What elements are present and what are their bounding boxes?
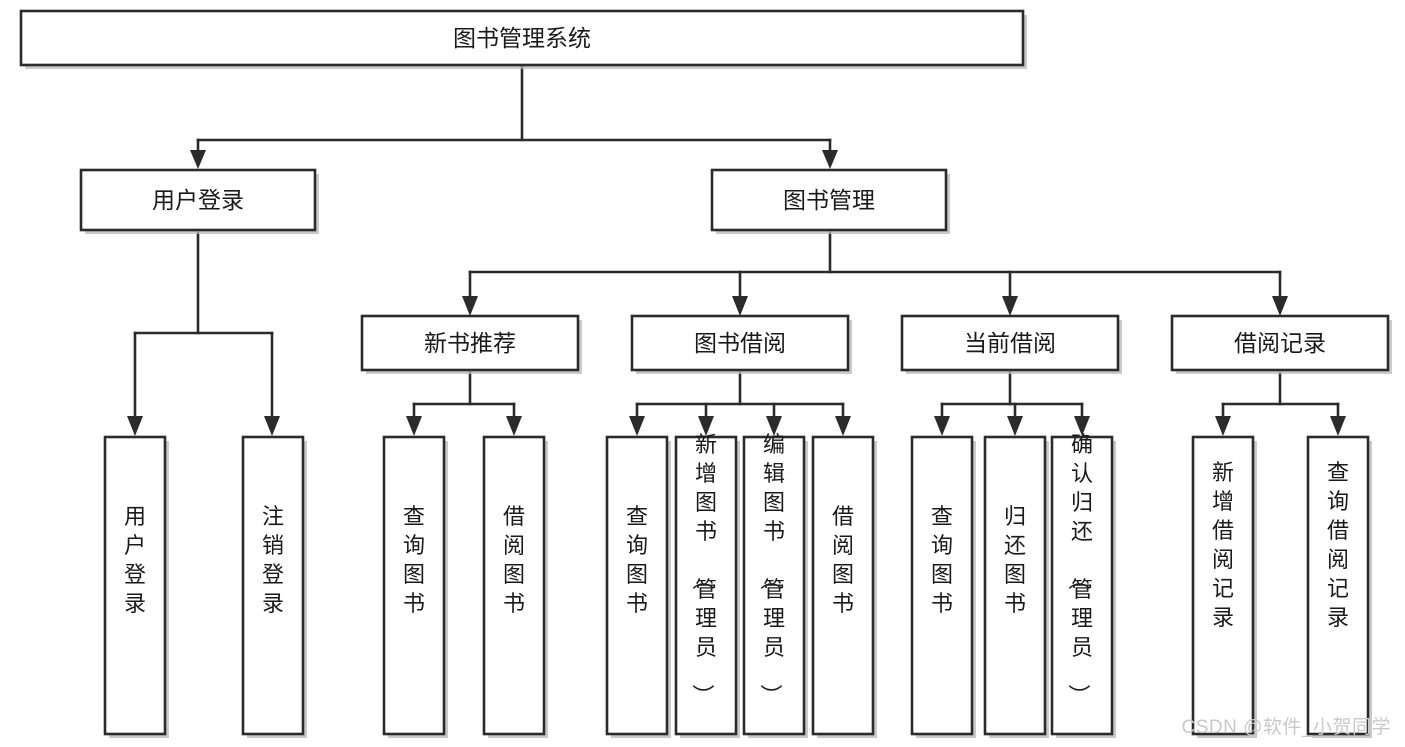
node-leaf-current-return[interactable]: 归还图书 [983,435,1049,738]
node-leaf-borrow-lend[interactable]: 借阅图书 [811,435,877,738]
arrowhead-login [190,150,206,169]
node-login-box[interactable] [79,168,317,232]
arrowhead-leaf-user-logout [264,416,280,436]
arrowhead-leaf-current-confirm [1074,416,1090,436]
arrowhead-leaf-records-add [1215,416,1231,436]
node-leaf-records-query-label: 查询借阅记录 [1327,460,1349,630]
node-current-box[interactable] [900,314,1120,372]
connectors [127,65,1346,436]
node-leaf-borrow-edit-box[interactable] [742,435,806,736]
arrowhead-borrow [732,296,748,316]
node-bookmgmt-box[interactable] [710,168,948,232]
node-leaf-borrow-edit-label: 编辑图书（管理员） [758,432,785,706]
arrowhead-leaf-new-borrow [506,416,522,436]
node-leaf-records-query[interactable]: 查询借阅记录 [1306,435,1372,738]
node-records[interactable]: 借阅记录 [1170,314,1392,374]
arrowhead-current [1002,296,1018,316]
node-leaf-current-return-label: 归还图书 [1004,504,1026,616]
node-records-box[interactable] [1170,314,1390,372]
node-leaf-new-borrow[interactable]: 借阅图书 [482,435,548,738]
node-leaf-borrow-edit[interactable]: 编辑图书（管理员） [742,432,808,738]
node-leaf-borrow-add-label: 新增图书（管理员） [690,432,717,706]
arrowhead-bookmgmt [822,150,838,169]
node-leaf-borrow-query[interactable]: 查询图书 [605,435,671,738]
arrowhead-leaf-borrow-edit [766,416,782,436]
node-leaf-records-query-box[interactable] [1306,435,1370,736]
arrowhead-leaf-borrow-add [698,416,714,436]
arrowhead-leaf-new-query [406,416,422,436]
node-leaf-user-login-box[interactable] [103,435,167,736]
node-leaf-current-confirm-label: 确认归还（管理员） [1066,432,1093,706]
node-leaf-current-return-box[interactable] [983,435,1047,736]
node-leaf-user-login-label: 用户登录 [124,504,146,616]
node-root-box[interactable] [19,9,1025,67]
node-leaf-records-add-box[interactable] [1191,435,1255,736]
node-borrow[interactable]: 图书借阅 [630,314,852,374]
node-bookmgmt[interactable]: 图书管理 [710,168,950,234]
leaf-nodes: 用户登录 注销登录 查询图书 借阅图书 查询图书 [103,432,1372,738]
node-leaf-current-query-box[interactable] [910,435,974,736]
node-leaf-current-query-label: 查询图书 [931,504,953,616]
arrowhead-records [1272,296,1288,316]
node-newbook-label: 新书推荐 [424,330,516,356]
arrowhead-leaf-current-query [934,416,950,436]
node-leaf-current-query[interactable]: 查询图书 [910,435,976,738]
node-leaf-user-logout-label: 注销登录 [262,504,284,616]
node-leaf-borrow-query-box[interactable] [605,435,669,736]
node-records-label: 借阅记录 [1234,330,1326,356]
node-leaf-borrow-lend-box[interactable] [811,435,875,736]
node-leaf-records-add-label: 新增借阅记录 [1212,460,1234,630]
node-root[interactable]: 图书管理系统 [19,9,1027,69]
node-login-label: 用户登录 [152,187,244,213]
node-newbook-box[interactable] [360,314,580,372]
arrowhead-newbook [462,296,478,316]
node-leaf-borrow-query-label: 查询图书 [626,504,648,616]
arrowhead-leaf-current-return [1007,416,1023,436]
node-leaf-new-query[interactable]: 查询图书 [382,435,448,738]
node-root-label: 图书管理系统 [453,25,591,51]
node-borrow-box[interactable] [630,314,850,372]
node-leaf-records-add[interactable]: 新增借阅记录 [1191,435,1257,738]
arrowhead-leaf-records-query [1330,416,1346,436]
node-leaf-current-confirm[interactable]: 确认归还（管理员） [1050,432,1116,738]
node-leaf-new-borrow-label: 借阅图书 [503,504,525,616]
arrowhead-leaf-user-login [127,416,143,436]
node-leaf-new-query-label: 查询图书 [403,504,425,616]
node-newbook[interactable]: 新书推荐 [360,314,582,374]
node-login[interactable]: 用户登录 [79,168,319,234]
node-leaf-borrow-add-box[interactable] [674,435,738,736]
node-leaf-borrow-lend-label: 借阅图书 [832,504,854,616]
node-leaf-user-login[interactable]: 用户登录 [103,435,169,738]
node-leaf-new-borrow-box[interactable] [482,435,546,736]
arrowhead-leaf-borrow-lend [835,416,851,436]
node-current-label: 当前借阅 [964,330,1056,356]
node-bookmgmt-label: 图书管理 [783,187,875,213]
node-leaf-current-confirm-box[interactable] [1050,435,1114,736]
node-leaf-user-logout-box[interactable] [241,435,305,736]
node-leaf-borrow-add[interactable]: 新增图书（管理员） [674,432,740,738]
node-leaf-new-query-box[interactable] [382,435,446,736]
arrowhead-leaf-borrow-query [629,416,645,436]
node-borrow-label: 图书借阅 [694,330,786,356]
node-leaf-user-logout[interactable]: 注销登录 [241,435,307,738]
node-current[interactable]: 当前借阅 [900,314,1122,374]
